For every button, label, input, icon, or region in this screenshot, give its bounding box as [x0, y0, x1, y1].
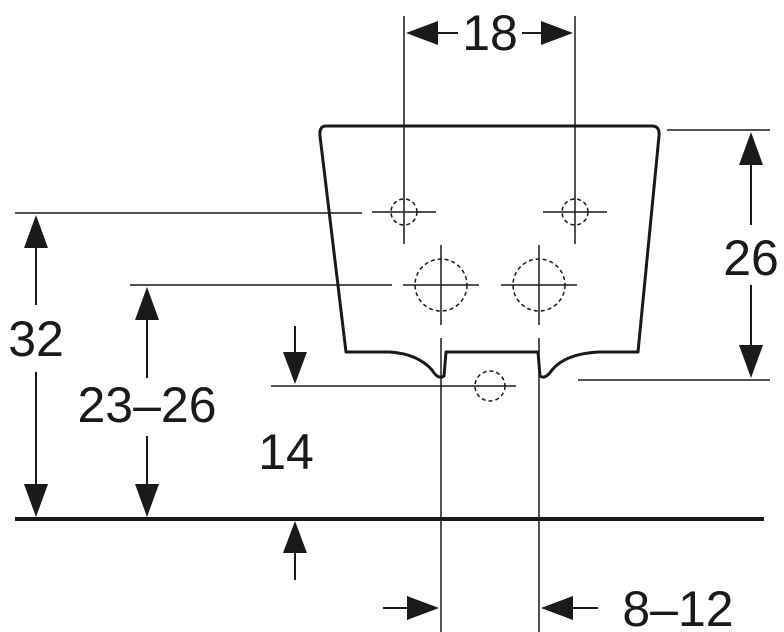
arrowhead: [541, 596, 573, 620]
dimension-label-18: 18: [462, 5, 518, 61]
arrowhead: [406, 21, 438, 45]
dimension-8-12: 8–12: [383, 581, 734, 632]
arrowhead: [739, 345, 763, 378]
dimension-label-32: 32: [8, 311, 64, 367]
arrowhead: [739, 132, 763, 165]
dimension-label-14: 14: [258, 424, 314, 480]
arrowhead: [24, 215, 48, 248]
arrowhead: [283, 521, 307, 553]
arrowhead: [135, 287, 159, 320]
dimension-label-26: 26: [723, 230, 779, 286]
arrowhead: [541, 21, 573, 45]
arrowhead: [407, 596, 439, 620]
dimension-32: 32: [8, 212, 362, 517]
upper-mounting-holes: [372, 198, 607, 226]
arrowhead: [283, 352, 307, 384]
dimension-26: 26: [578, 129, 779, 381]
dimension-label-8-12: 8–12: [622, 581, 733, 632]
arrowhead: [24, 484, 48, 517]
lower-connection-holes: [403, 245, 577, 325]
dimension-label-23-26: 23–26: [77, 377, 216, 433]
dimension-23-26: 23–26: [77, 284, 392, 517]
drain-hole: [271, 370, 516, 402]
fixture-outline: [318, 124, 661, 379]
arrowhead: [135, 484, 159, 517]
dimension-14: 14: [258, 326, 314, 580]
dimension-18: 18: [403, 5, 576, 244]
